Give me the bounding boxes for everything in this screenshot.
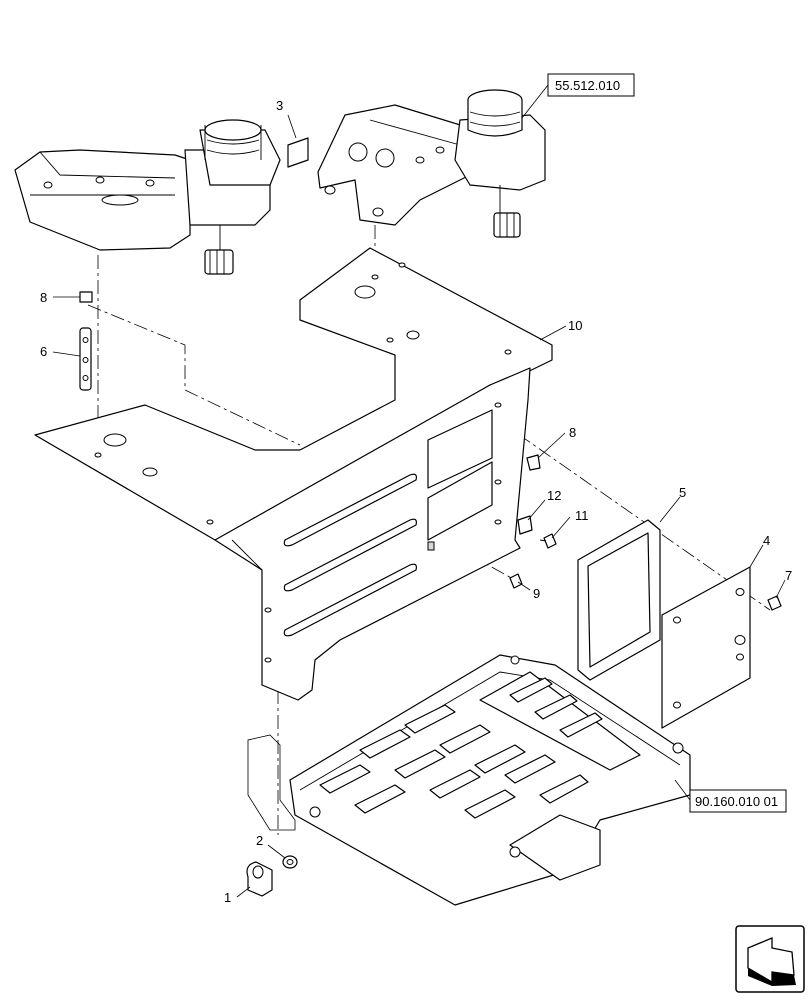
right-joystick-assembly bbox=[317, 89, 546, 238]
floor-mat-assembly bbox=[289, 654, 691, 906]
callout-labels: 3 8 6 10 8 12 11 9 5 4 7 2 1 bbox=[40, 98, 792, 905]
reference-floor-mat-text[interactable]: 90.160.010 01 bbox=[695, 794, 778, 809]
callout-7: 7 bbox=[785, 568, 792, 583]
callout-11: 11 bbox=[575, 508, 589, 523]
callout-12: 12 bbox=[547, 488, 561, 503]
arrow-page-icon[interactable] bbox=[735, 925, 805, 993]
callout-8-right: 8 bbox=[569, 425, 576, 440]
part-10-console-plate bbox=[34, 247, 553, 701]
part-12-nut-plate bbox=[517, 515, 533, 535]
part-11-screw bbox=[539, 533, 557, 549]
callout-3: 3 bbox=[276, 98, 283, 113]
callout-1: 1 bbox=[224, 890, 231, 905]
callout-10: 10 bbox=[568, 318, 582, 333]
left-joystick-assembly bbox=[14, 119, 281, 275]
part-5-gasket bbox=[577, 519, 661, 681]
reference-floor-mat[interactable]: 90.160.010 01 bbox=[689, 789, 787, 813]
callout-4: 4 bbox=[763, 533, 770, 548]
callout-2: 2 bbox=[256, 833, 263, 848]
callout-6: 6 bbox=[40, 344, 47, 359]
part-2-spacer bbox=[282, 855, 298, 869]
leader-lines bbox=[52, 84, 786, 898]
reference-steering-column[interactable]: 55.512.010 bbox=[547, 73, 635, 97]
part-1-clamp bbox=[246, 861, 273, 897]
callout-5: 5 bbox=[679, 485, 686, 500]
callout-8-upper: 8 bbox=[40, 290, 47, 305]
part-7-screw bbox=[767, 595, 782, 611]
mat-treads bbox=[319, 677, 603, 819]
part-4-cover-plate bbox=[661, 566, 751, 729]
part-8-clip-upper bbox=[79, 291, 93, 303]
callout-9: 9 bbox=[533, 586, 540, 601]
part-6-strap bbox=[79, 327, 92, 391]
ghost-bracket-outline bbox=[247, 734, 296, 831]
part-8-clip-right bbox=[526, 454, 541, 471]
part-9-screw bbox=[509, 573, 523, 589]
reference-steering-column-text[interactable]: 55.512.010 bbox=[555, 78, 620, 93]
part-3-label-plate bbox=[287, 137, 309, 168]
